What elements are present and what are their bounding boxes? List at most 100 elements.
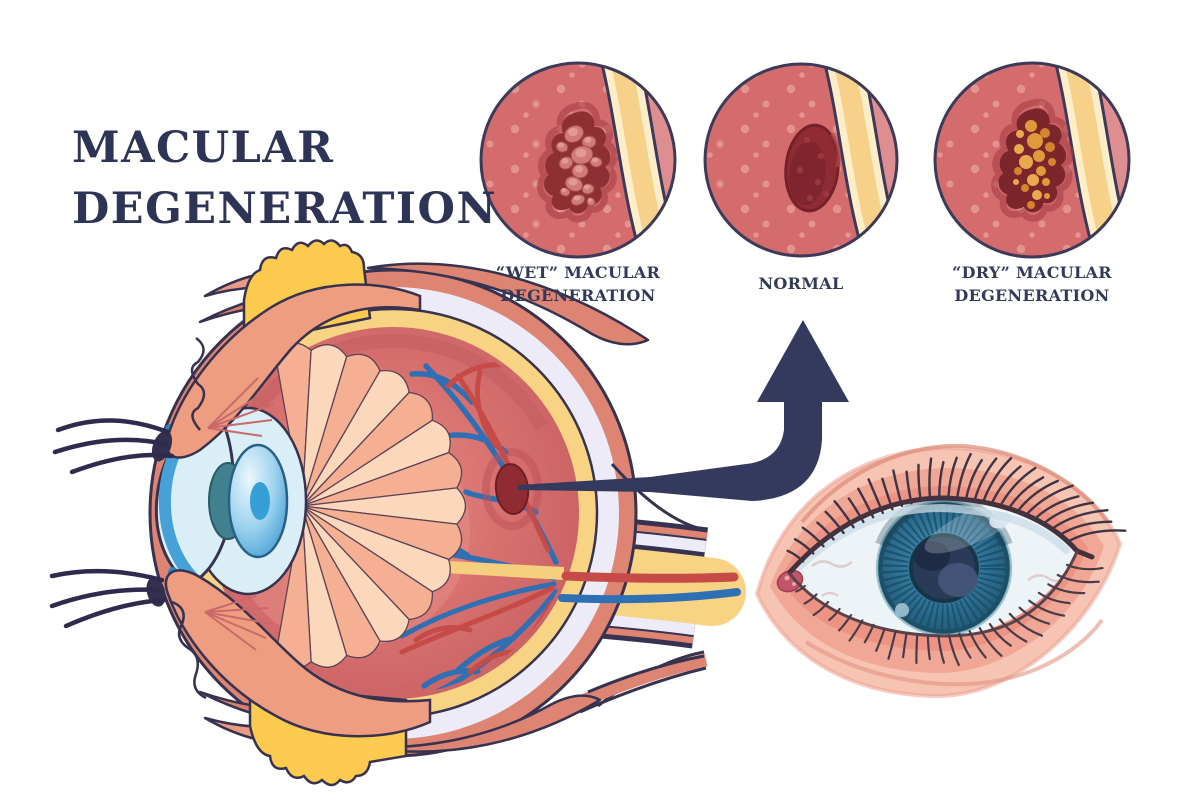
lacrimal-gland-fan	[204, 377, 275, 651]
wet-lump-highlight	[568, 178, 578, 186]
eyelash	[902, 632, 908, 659]
cross-section-eyelashes	[49, 418, 175, 629]
eyelash	[838, 614, 853, 632]
eyelash	[973, 457, 998, 500]
drusen-deposit	[1027, 201, 1035, 209]
eyelash	[956, 452, 972, 499]
eyelash	[998, 618, 1028, 643]
drusen-deposit	[1013, 179, 1019, 185]
macula-spot-dot	[796, 166, 804, 174]
normal-macula	[784, 123, 841, 213]
inset-wet-macular-degeneration	[479, 61, 677, 259]
eyelash	[1000, 466, 1037, 506]
macula-spot-dot	[803, 136, 811, 144]
drusen-deposit	[1019, 155, 1033, 169]
eyelash	[803, 593, 818, 605]
tear-caruncle	[776, 569, 804, 593]
eyelash	[1025, 484, 1074, 516]
eyelash	[881, 477, 894, 511]
eyelash	[1041, 501, 1095, 526]
eyelash	[937, 635, 945, 664]
normal-inset-label: NORMAL	[758, 274, 844, 293]
lens-core	[250, 482, 270, 520]
wet-inset-label: “WET” MACULAR DEGENERATION	[495, 263, 661, 306]
eyelash	[1065, 563, 1104, 571]
drusen-deposit	[1021, 184, 1029, 192]
title-line-2: DEGENERATION	[72, 184, 498, 235]
eyelash	[1018, 606, 1051, 625]
dry-inset-label: “DRY” MACULAR DEGENERATION	[952, 263, 1112, 306]
eyelash	[905, 470, 913, 505]
eyelash	[887, 630, 897, 660]
eyelash	[847, 497, 865, 524]
dry-lesion-drusen	[1013, 120, 1056, 209]
eyelash	[848, 619, 864, 642]
page-title: MACULAR DEGENERATION	[72, 118, 497, 240]
drusen-deposit	[1025, 120, 1037, 132]
inset-normal	[703, 62, 899, 258]
ciliary-body-fan	[274, 342, 467, 670]
eyelash	[1057, 520, 1113, 537]
eyelash	[824, 510, 845, 535]
drusen-deposit	[1014, 167, 1022, 175]
inset-dry-macular-degeneration	[933, 61, 1131, 259]
eyelash	[947, 634, 960, 667]
eyelash	[1065, 529, 1127, 544]
eyelash	[786, 549, 805, 563]
drusen-deposit	[1014, 144, 1024, 154]
upper-eyelashes	[786, 452, 1127, 563]
drusen-deposit	[1036, 166, 1046, 176]
macula-spot-dot	[814, 178, 822, 186]
drusen-deposit	[1042, 178, 1050, 186]
drusen-deposit	[1033, 150, 1045, 162]
eyelash	[795, 584, 806, 593]
drusen-deposit	[1044, 193, 1050, 199]
title-line-1: MACULAR	[72, 123, 335, 173]
macula-spot-dot	[822, 190, 830, 198]
eyelash	[857, 487, 875, 519]
eyelash	[958, 632, 972, 659]
wet-lump-highlight	[558, 142, 564, 148]
eyelids	[49, 239, 432, 787]
eyelash	[982, 456, 1013, 502]
wet-lump-highlight	[575, 148, 587, 158]
wet-lesion-lumps	[555, 124, 603, 207]
central-artery	[561, 571, 739, 583]
iris-striations	[878, 502, 1010, 634]
upper-lid-crease	[800, 443, 1110, 524]
eyelash	[917, 463, 922, 503]
drusen-deposit	[1040, 128, 1050, 138]
eyelash	[947, 456, 958, 499]
wet-lump-highlight	[584, 184, 590, 190]
drusen-deposit	[1032, 190, 1042, 200]
eyelash	[1008, 612, 1043, 637]
eyelash	[1056, 573, 1100, 584]
drusen-deposit	[1048, 158, 1056, 166]
drusen-deposit	[1045, 142, 1055, 152]
wet-lump-highlight	[561, 188, 567, 192]
eyelash	[968, 630, 987, 659]
central-vein	[558, 588, 741, 604]
eyelash	[833, 500, 855, 529]
eyelash	[991, 465, 1022, 503]
eyelash	[978, 627, 1003, 657]
drusen-deposit	[1016, 130, 1024, 138]
wet-lump-highlight	[592, 157, 598, 163]
macula-spot-dot	[806, 194, 814, 202]
eyelash	[863, 623, 875, 644]
wet-lump-highlight	[584, 137, 592, 143]
eyelash	[1008, 476, 1045, 509]
eyelash	[816, 521, 835, 541]
eyelash	[1028, 599, 1066, 617]
eyelash	[801, 526, 825, 548]
drusen-deposit	[1027, 133, 1043, 149]
drusen-deposit	[1027, 174, 1039, 186]
eyelash	[965, 459, 983, 499]
eyelash	[875, 627, 886, 652]
eyelash	[867, 478, 884, 515]
eyelash	[988, 623, 1012, 647]
eyelash	[793, 538, 815, 555]
eyelash	[1017, 479, 1059, 512]
wet-lump-highlight	[575, 165, 583, 173]
